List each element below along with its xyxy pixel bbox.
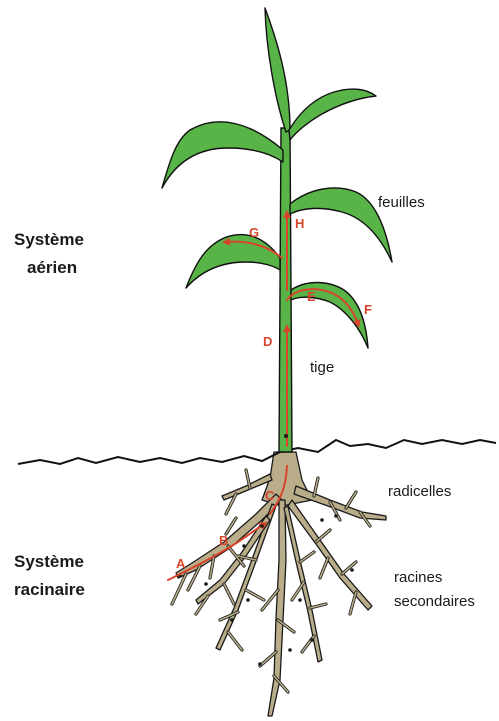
sap-letter-g: G bbox=[249, 225, 259, 240]
label-secondary-roots-line1: racines bbox=[394, 569, 442, 586]
label-stem: tige bbox=[310, 359, 334, 376]
secondary-root-right-1 bbox=[294, 486, 386, 520]
sap-letter-c: C bbox=[265, 488, 275, 503]
label-root-system-line1: Système bbox=[14, 552, 84, 571]
sap-letter-h: H bbox=[295, 216, 304, 231]
leaf-left-upper bbox=[162, 122, 283, 188]
stem bbox=[279, 128, 292, 452]
label-rootlets: radicelles bbox=[388, 483, 451, 500]
label-leaves: feuilles bbox=[378, 194, 425, 211]
sap-letter-b: B bbox=[219, 533, 228, 548]
sap-letter-a: A bbox=[176, 556, 186, 571]
sap-letter-f: F bbox=[364, 302, 372, 317]
leaf-right-upper bbox=[289, 89, 376, 140]
root-system bbox=[172, 452, 386, 716]
label-aerial-system-line1: Système bbox=[14, 230, 84, 249]
leaf-top bbox=[265, 8, 290, 132]
label-aerial-system-line2: aérien bbox=[27, 258, 77, 277]
label-root-system-line2: racinaire bbox=[14, 580, 85, 599]
root-tip-dots bbox=[178, 514, 354, 666]
sap-letter-e: E bbox=[307, 289, 316, 304]
label-secondary-roots-line2: secondaires bbox=[394, 593, 475, 610]
leaves bbox=[162, 8, 392, 348]
sap-letter-d: D bbox=[263, 334, 272, 349]
leaf-right-mid bbox=[290, 188, 392, 262]
soil-line bbox=[18, 440, 496, 464]
tap-root bbox=[268, 500, 286, 716]
leaf-left-lower bbox=[186, 235, 280, 288]
